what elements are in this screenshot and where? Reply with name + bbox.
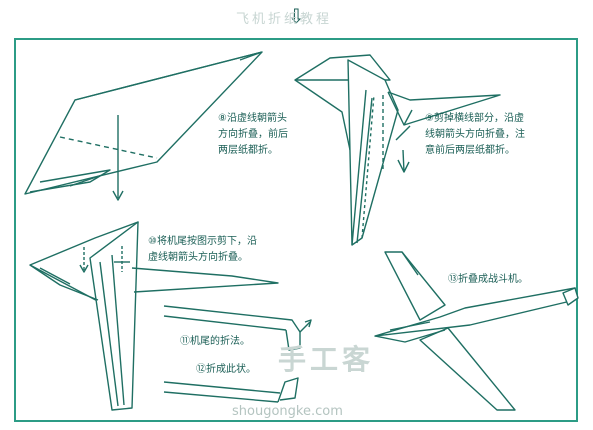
step12-label: ⑫折成此状。 <box>196 364 256 375</box>
step11-tail-figure <box>163 305 312 351</box>
watermark-logo: 手工客 <box>278 343 375 376</box>
step9-label: ⑨剪掉横线部分，沿虚 线朝箭头方向折叠，注 意前后两层纸都折。 <box>425 113 525 156</box>
step10-label: ⑩将机尾按图示剪下，沿 虚线朝箭头方向折叠。 <box>148 236 257 263</box>
step12-tail-figure <box>163 377 299 403</box>
step8-plane-figure <box>24 51 263 201</box>
step13-jet-figure <box>374 251 579 411</box>
step8-label: ⑧沿虚线朝箭头 方向折叠，前后 两层纸都折。 <box>218 113 288 156</box>
step13-label: ⑬折叠成战斗机。 <box>448 274 528 285</box>
step11-label: ⑪机尾的折法。 <box>180 336 250 347</box>
step10-plane-figure <box>29 221 279 411</box>
header-arrow: ⇩ <box>288 4 305 28</box>
header-faded-title: 飞机折纸教程 <box>236 12 333 27</box>
step9-plane-figure <box>294 54 501 246</box>
watermark-url: shougongke.com <box>232 404 343 419</box>
